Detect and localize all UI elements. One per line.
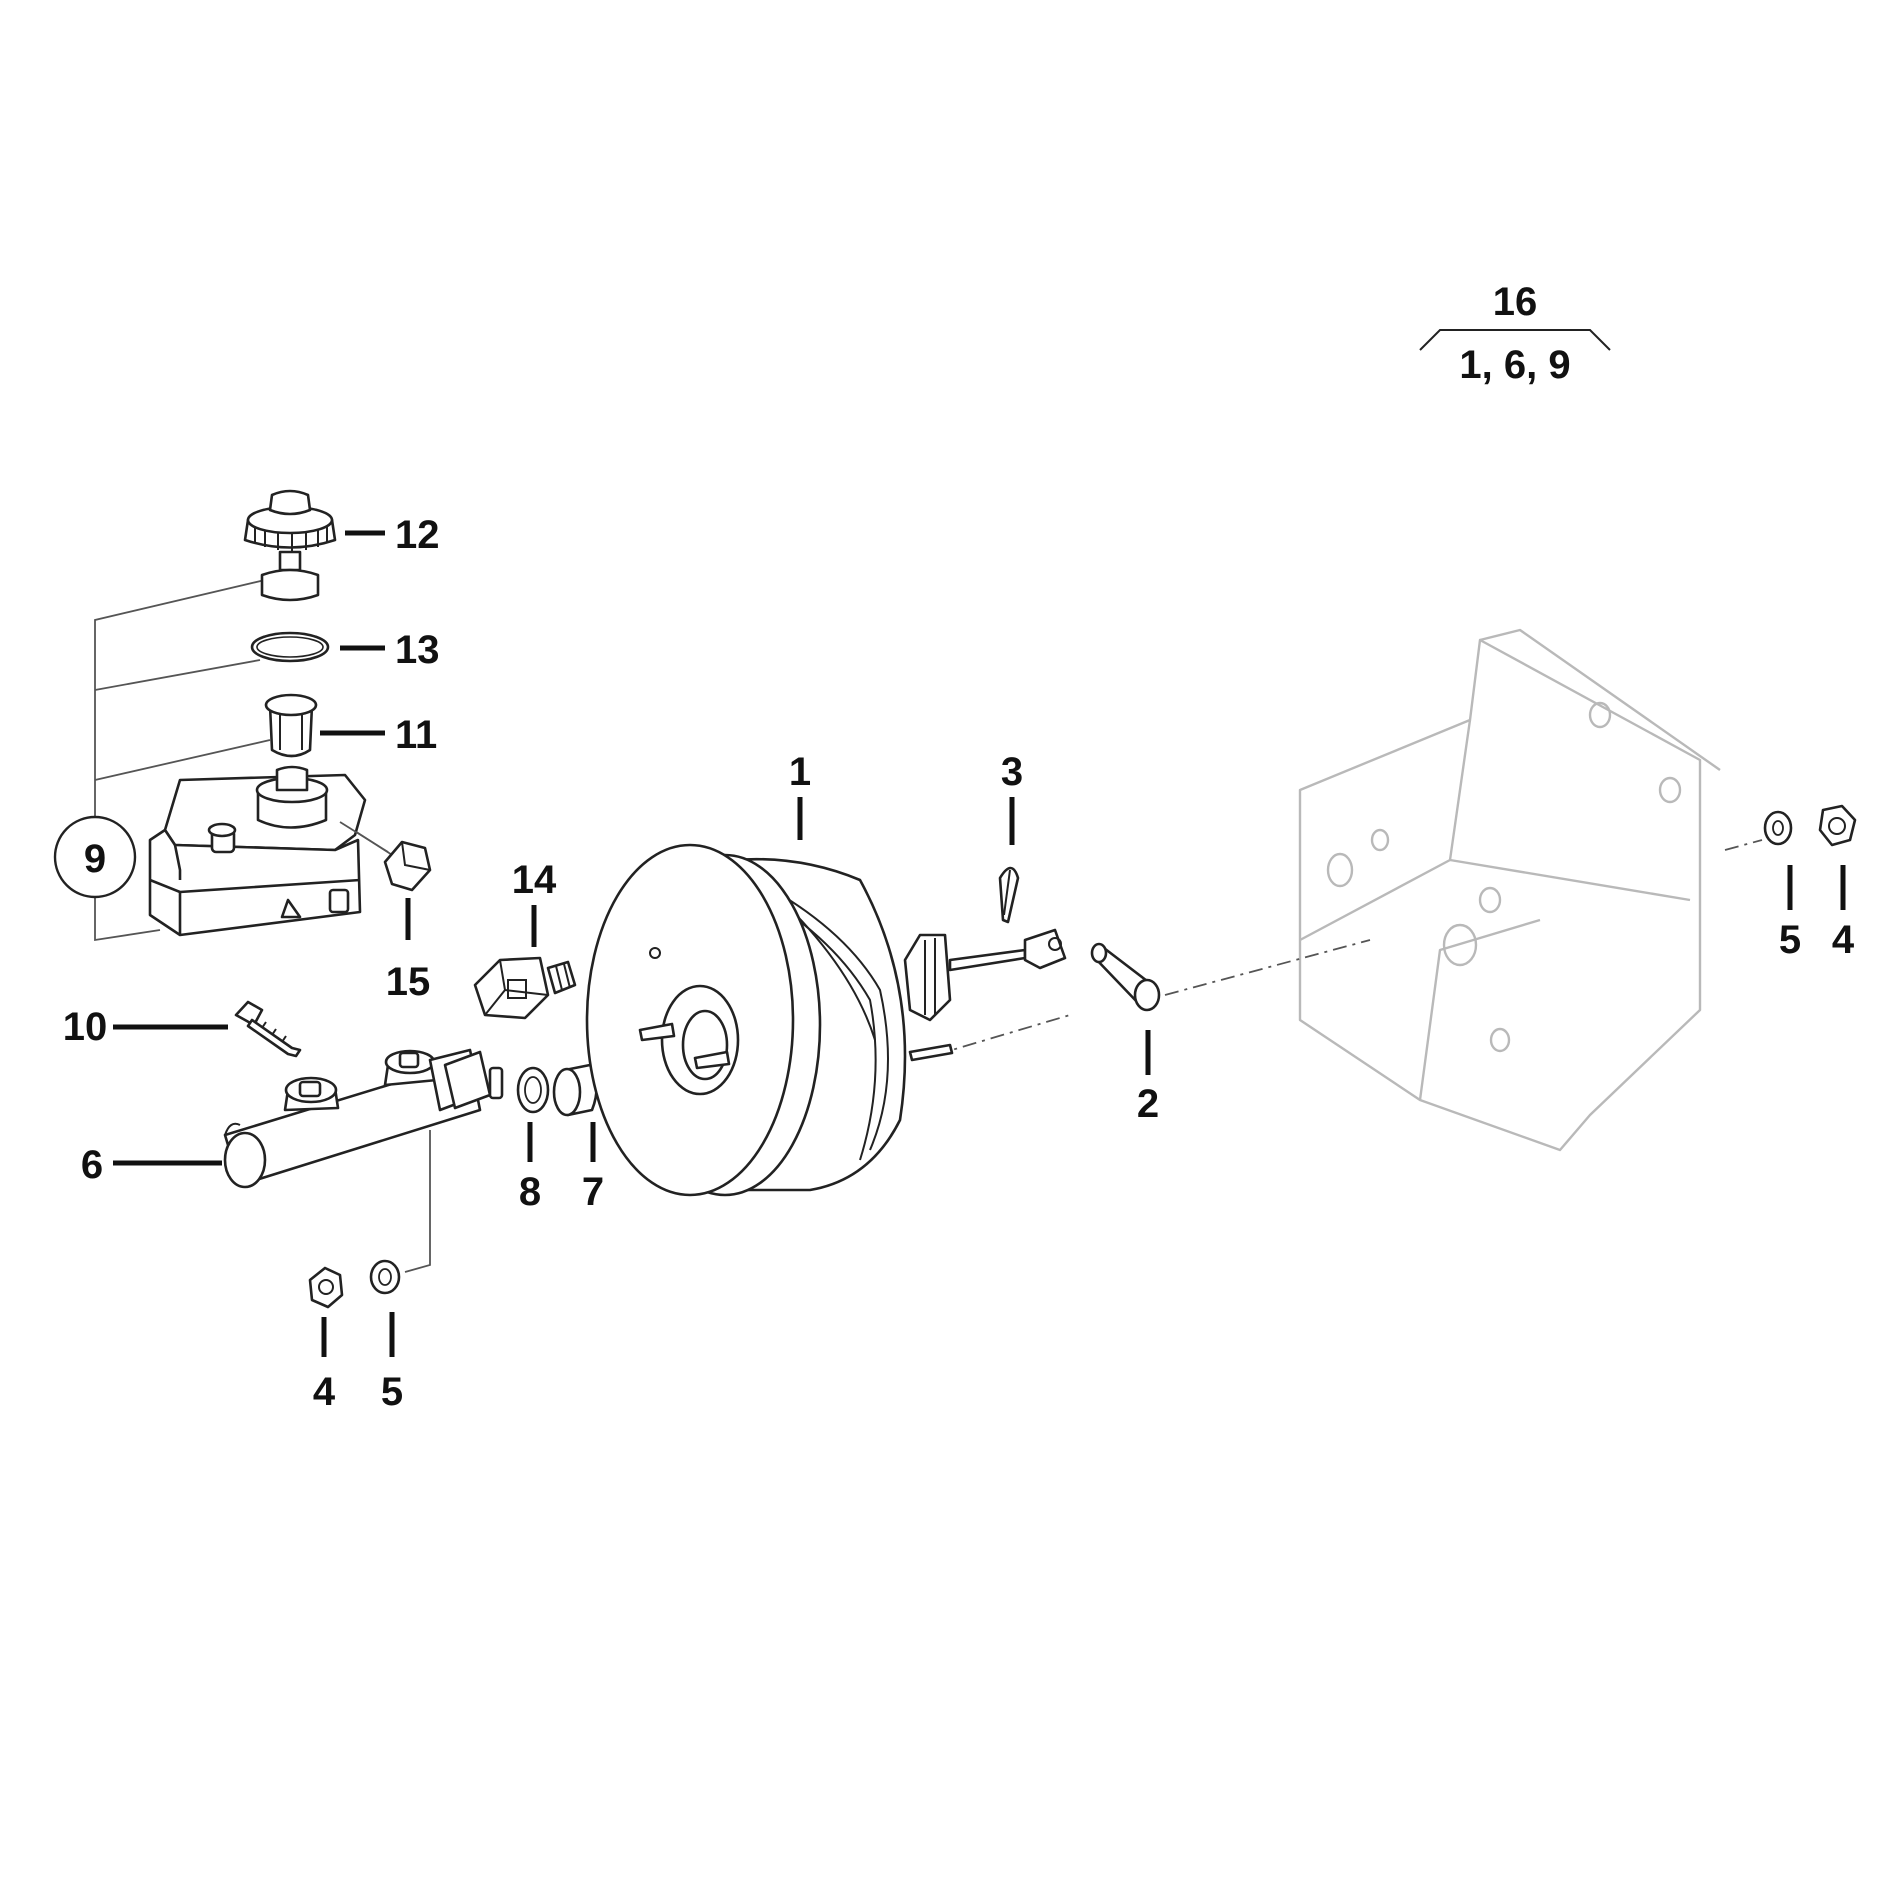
callout-4-right: 4 — [1832, 865, 1855, 962]
nut-left — [308, 1266, 344, 1309]
callout-11-label: 11 — [395, 713, 437, 757]
callout-13-label: 13 — [395, 628, 440, 672]
callout-8-label: 8 — [519, 1170, 541, 1214]
callout-6-label: 6 — [81, 1143, 103, 1187]
mounting-bracket-outline — [1298, 628, 1721, 1152]
callout-14: 14 — [512, 858, 557, 947]
callout-9: 9 — [53, 815, 137, 899]
reservoir-seal-ring — [250, 631, 330, 663]
callout-5-right: 5 — [1779, 865, 1801, 962]
reservoir-strainer — [264, 693, 318, 758]
nut-right — [1818, 804, 1857, 847]
brake-booster — [585, 843, 1067, 1197]
callout-11: 11 — [320, 713, 437, 757]
kit-note: 16 1, 6, 9 — [1419, 280, 1611, 387]
callout-3: 3 — [1001, 750, 1023, 845]
callout-4-right-label: 4 — [1832, 918, 1855, 962]
callout-1-label: 1 — [789, 750, 811, 794]
washer-left — [369, 1259, 401, 1295]
kit-number: 16 — [1493, 280, 1538, 324]
cotter-pin — [998, 866, 1020, 924]
brake-fluid-reservoir — [148, 765, 367, 937]
callout-12-label: 12 — [395, 513, 440, 557]
callout-15: 15 — [386, 898, 431, 1004]
callout-13: 13 — [340, 628, 440, 672]
callout-4-left-label: 4 — [313, 1370, 336, 1414]
bleed-screw — [234, 1000, 302, 1058]
callout-14-label: 14 — [512, 858, 557, 902]
cylinder-seal-ring — [516, 1066, 550, 1114]
callout-12: 12 — [345, 513, 440, 557]
vacuum-seal-sleeve — [552, 1063, 598, 1117]
callout-4-left: 4 — [313, 1317, 336, 1414]
reservoir-cap — [243, 489, 337, 602]
kit-contents: 1, 6, 9 — [1459, 343, 1570, 387]
callout-1: 1 — [789, 750, 811, 840]
callout-10: 10 — [63, 1005, 228, 1049]
callout-3-label: 3 — [1001, 750, 1023, 794]
washer-right — [1763, 810, 1793, 846]
callout-9-label: 9 — [84, 837, 106, 881]
callout-2-label: 2 — [1137, 1082, 1159, 1126]
callout-5-left-label: 5 — [381, 1370, 403, 1414]
clevis-pin — [1090, 942, 1161, 1012]
callout-7: 7 — [582, 1122, 604, 1214]
callout-5-left: 5 — [381, 1312, 403, 1414]
brake-master-cylinder — [223, 1048, 504, 1189]
callout-8: 8 — [519, 1122, 541, 1214]
level-sensor-plug — [339, 821, 432, 892]
callout-7-label: 7 — [582, 1170, 604, 1214]
callout-15-label: 15 — [386, 960, 431, 1004]
callout-2: 2 — [1137, 1030, 1159, 1126]
pressure-switch — [473, 956, 577, 1020]
assembly-guide-lines — [94, 579, 1763, 1273]
callout-5-right-label: 5 — [1779, 918, 1801, 962]
callout-6: 6 — [81, 1143, 222, 1187]
callout-10-label: 10 — [63, 1005, 108, 1049]
